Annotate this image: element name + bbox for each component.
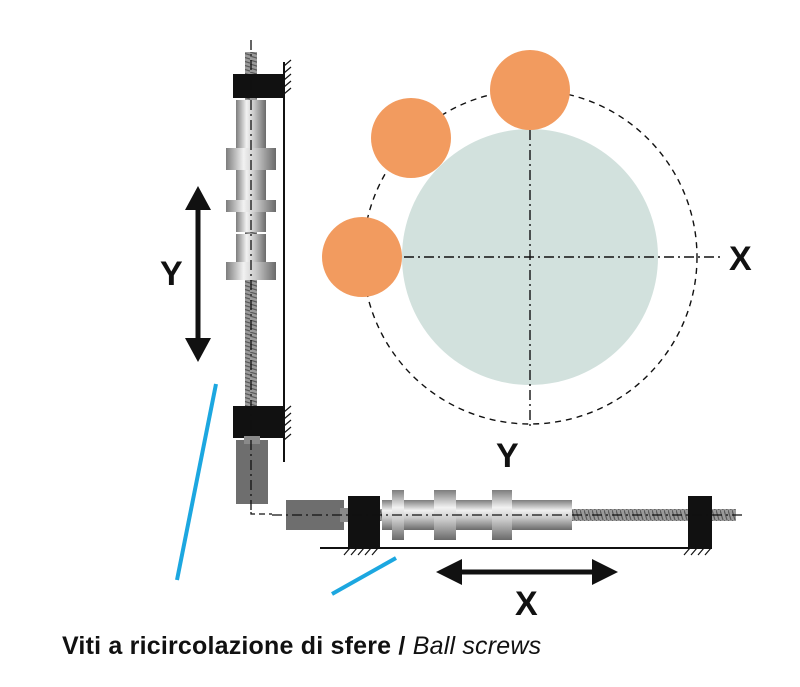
ball-upper-left	[371, 98, 451, 178]
figure-caption: Viti a ricircolazione di sfere / Ball sc…	[62, 632, 782, 672]
vertical-wall-hatch-bottom	[283, 405, 292, 441]
caption-italian: Viti a ricircolazione di sfere	[62, 632, 392, 660]
workpiece-circle-diagram	[322, 50, 720, 430]
vertical-ball-screw	[226, 40, 292, 515]
x-axis-label: X	[515, 585, 538, 623]
horizontal-wall-hatch-right	[683, 547, 712, 556]
horizontal-wall-hatch-left	[343, 547, 379, 556]
ball-left	[322, 217, 402, 297]
accent-line-horizontal	[331, 556, 397, 596]
vertical-wall-hatch-top	[283, 59, 292, 95]
vertical-bottom-bearing-block	[233, 406, 285, 438]
circle-x-label: X	[729, 240, 752, 278]
vertical-ball-nut	[226, 100, 276, 280]
x-motion-arrow	[436, 559, 618, 585]
y-axis-label: Y	[160, 255, 183, 293]
caption-separator: /	[391, 632, 413, 660]
vertical-top-bearing-block	[233, 74, 285, 98]
caption-english: Ball screws	[412, 632, 542, 660]
ball-top	[490, 50, 570, 130]
horizontal-right-bearing-block	[688, 496, 712, 548]
circle-y-label: Y	[496, 437, 519, 475]
horizontal-ball-screw	[272, 490, 746, 556]
horizontal-left-bearing-block	[348, 496, 380, 548]
y-motion-arrow	[185, 186, 211, 362]
accent-line-vertical	[175, 383, 218, 581]
vertical-motor	[236, 440, 268, 504]
